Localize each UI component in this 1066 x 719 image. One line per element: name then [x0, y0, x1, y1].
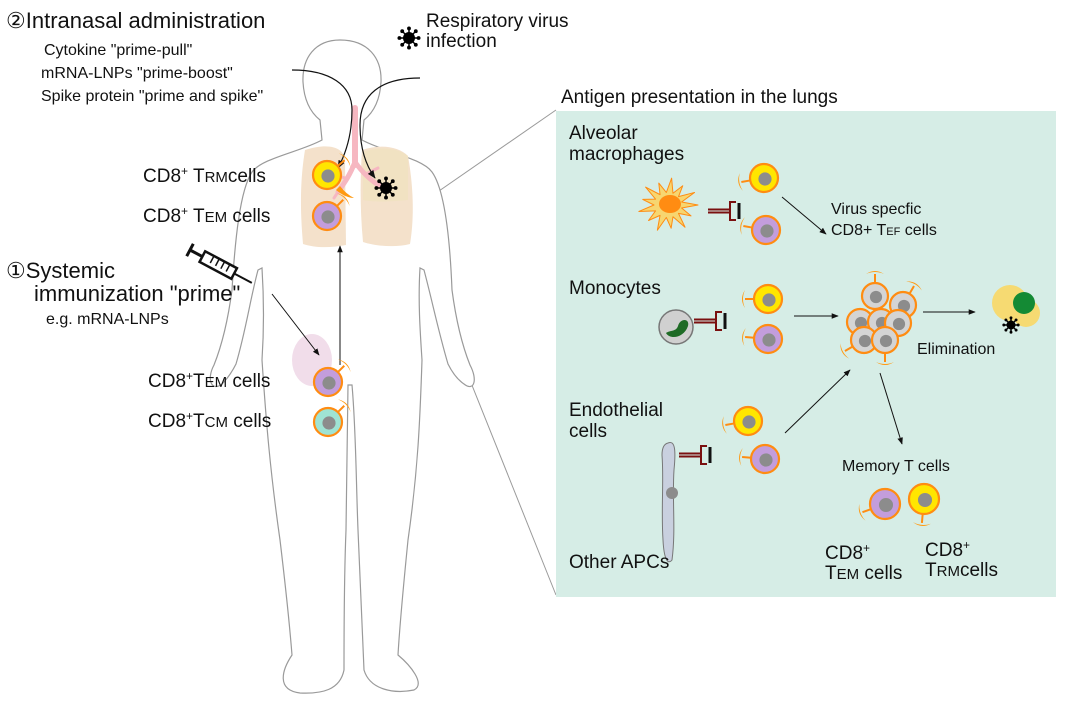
nucleus [758, 172, 772, 186]
intranasal-item-mrna: mRNA-LNPs "prime-boost" [41, 65, 233, 82]
tcr-receptor [740, 217, 745, 235]
effector-t-cell-6 [840, 325, 879, 359]
tcr-receptor [742, 290, 745, 308]
endothelial-to-expansion-arrow [784, 369, 851, 434]
lymph-tem-label: CD8+TEM cells [148, 369, 271, 392]
nucleus [762, 293, 776, 307]
nucleus [879, 334, 893, 348]
syringe-icon [185, 243, 253, 284]
infection-arrow [359, 77, 421, 179]
systemic-number: ① [6, 258, 26, 283]
virus-infection-label: Respiratory virus infection [426, 11, 569, 52]
intranasal-item-spike: Spike protein "prime and spike" [41, 88, 264, 105]
tcr-receptor [738, 173, 743, 191]
nucleus [878, 497, 894, 513]
memory-trm-label: CD8+ TRMcells [925, 538, 998, 581]
nucleus [759, 453, 773, 467]
monocyte-tem-cell [742, 323, 784, 355]
lymph-tcm-label: CD8+TCM cells [148, 409, 272, 432]
tcr-receptor [739, 448, 743, 466]
tcr-receptor [840, 343, 850, 359]
systemic-arrow [271, 293, 320, 356]
apc-label-other: Other APCs [569, 552, 670, 573]
lung-tem-cell [311, 193, 350, 232]
nucleus [321, 169, 335, 183]
nucleus [666, 320, 689, 338]
intranasal-item-cytokine: Cytokine "prime-pull" [44, 42, 193, 59]
tcr-receptor [337, 399, 351, 413]
nucleus [666, 487, 678, 499]
endothelial-trm-cell [722, 405, 764, 437]
respiratory-virus-icon [397, 26, 421, 50]
nucleus [742, 415, 756, 429]
systemic-example: e.g. mRNA-LNPs [46, 311, 169, 328]
nucleus [892, 317, 906, 331]
tcr-receptor [912, 522, 931, 526]
tcr-receptor [722, 416, 727, 434]
tcr-receptor [336, 186, 354, 198]
memory-trm-cell [907, 482, 941, 526]
memory-tem-label: CD8+ TEM cells [825, 541, 903, 584]
intranasal-title: ②Intranasal administration [6, 8, 266, 33]
elimination-label: Elimination [917, 341, 996, 358]
tcr-receptor [858, 503, 866, 521]
lung-trm-cell [311, 153, 351, 191]
tcr-receptor [338, 153, 351, 168]
macrophage-antigen-mhc [708, 201, 741, 221]
tcr-receptor [876, 362, 894, 365]
infected-cell-elimination [992, 285, 1040, 327]
lung-trm-label: CD8+ TRMcells [143, 164, 266, 187]
nucleus [322, 376, 336, 390]
nucleus [762, 333, 776, 347]
monocyte-antigen-mhc [694, 311, 727, 331]
nucleus [897, 299, 911, 313]
nucleus [917, 492, 933, 508]
tcr-receptor [337, 359, 351, 373]
lymph-tem-cell [312, 359, 351, 398]
monocyte-trm-cell [742, 283, 784, 315]
panel-title: Antigen presentation in the lungs [561, 87, 838, 108]
apoptotic-nucleus [1013, 292, 1035, 314]
systemic-title: ①Systemic immunization "prime" [6, 258, 241, 307]
tcr-receptor [742, 328, 746, 346]
effector-label: Virus specfic CD8+ TEF cells [831, 201, 937, 239]
apc-label-monocytes: Monocytes [569, 278, 661, 299]
effector-t-cell-7 [870, 325, 900, 365]
lymph-tcm-cell [312, 399, 351, 438]
tcr-receptor [336, 193, 350, 207]
lung-virus-icon [374, 176, 398, 200]
nucleus [760, 224, 774, 238]
nucleus [322, 416, 336, 430]
nucleus [321, 210, 335, 224]
antigen-panel-background [556, 111, 1056, 597]
lung-tem-label: CD8+ TEM cells [143, 204, 271, 227]
endothelial-antigen-mhc [679, 445, 712, 465]
endothelial-tem-cell [739, 443, 781, 475]
intranasal-arrow [291, 69, 353, 169]
alveolar-macrophage [638, 177, 699, 231]
effector-t-cell-1 [860, 271, 890, 311]
to-memory-arrow [879, 372, 903, 445]
macrophage-tem-cell [740, 214, 782, 246]
nucleus [858, 334, 872, 348]
monocyte [658, 309, 694, 345]
to-effector-arrow [781, 196, 827, 235]
nucleus [869, 290, 883, 304]
macrophage-trm-cell [738, 162, 780, 194]
tcr-receptor [866, 271, 884, 274]
memory-tem-cell [858, 487, 902, 521]
eliminated-virus-icon [1002, 316, 1020, 334]
memory-title: Memory T cells [842, 458, 950, 475]
endothelial-cell [661, 441, 678, 563]
tcr-receptor [906, 281, 922, 291]
nucleus [659, 195, 681, 213]
intranasal-number: ② [6, 8, 26, 33]
